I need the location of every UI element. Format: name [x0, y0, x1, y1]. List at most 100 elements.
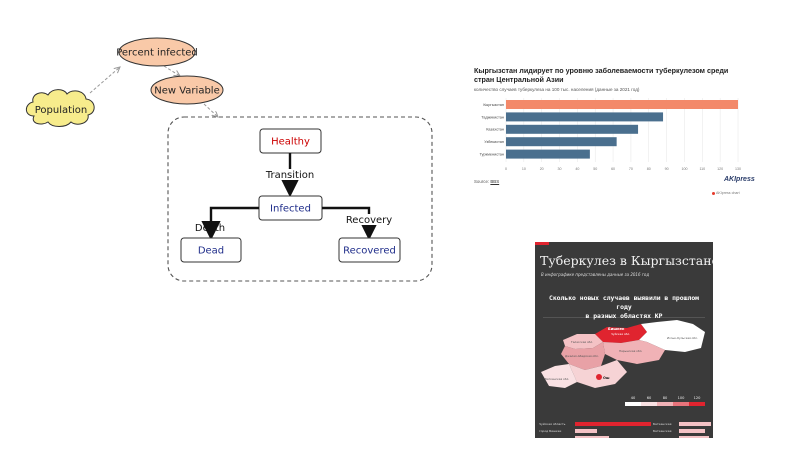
legend-swatch [625, 402, 641, 406]
chart-subtitle: количество случаев туберкулеза на 100 ты… [474, 87, 640, 92]
legend-swatch [689, 402, 705, 406]
label-bishkek: Бишкек [608, 327, 625, 331]
headline-underline [543, 317, 705, 318]
chart-source: Source: BBS [474, 179, 499, 184]
tb-infographic: Бишкек Чуйская обл. Таласская обл. Иссык… [535, 242, 713, 438]
region-batken[interactable] [541, 364, 577, 388]
bar[interactable] [506, 149, 590, 159]
table-row-label: город Бишкек [539, 429, 562, 433]
label-issyk-kul: Иссык-Кульская обл. [667, 336, 698, 340]
source-label: Source: [474, 179, 490, 184]
healthy-label: Healthy [271, 137, 310, 148]
tb-bar-chart-card: Кыргызстан лидирует по уровню заболеваем… [474, 66, 755, 198]
legend-tick: 120 [694, 396, 702, 400]
kyrgyzstan-map [541, 320, 705, 388]
map-legend: 40 60 80 100 120 [625, 396, 705, 406]
table-row-label: Чуйская область [539, 422, 566, 426]
death-label: Death [195, 223, 225, 234]
variable-new-variable[interactable]: New Variable [150, 75, 224, 105]
bar[interactable] [506, 112, 664, 122]
akipress-logo: AKIpress [724, 176, 755, 183]
x-tick-label: 20 [540, 167, 544, 171]
credit-text: AKIpress chart [716, 191, 740, 195]
table-bar-right [679, 436, 709, 438]
region-talas[interactable] [563, 334, 603, 349]
recovered-label: Recovered [343, 246, 396, 257]
state-infected[interactable]: Infected [258, 195, 323, 221]
x-tick-label: 0 [505, 167, 507, 171]
region-naryn[interactable] [603, 340, 665, 364]
label-chui: Чуйская обл. [611, 332, 630, 336]
headline-line-1: Сколько новых случаев выявили в прошлом … [548, 294, 700, 311]
state-dead[interactable]: Dead [180, 237, 242, 263]
top-accent-icon [535, 242, 549, 245]
model-container [167, 116, 433, 282]
stock-population[interactable]: Population [25, 89, 95, 127]
credit-dot-icon [712, 191, 715, 195]
label-talas: Таласская обл. [570, 340, 593, 344]
state-recovered[interactable]: Recovered [338, 237, 401, 263]
infected-label: Infected [270, 204, 311, 215]
category-label: Кыргызстан [483, 103, 504, 107]
percent-infected-label: Percent infected [116, 48, 198, 59]
x-tick-label: 120 [717, 167, 723, 171]
label-osh: Ош [603, 376, 610, 380]
population-label: Population [35, 105, 88, 116]
table-row-label-right: Баткенская [653, 429, 672, 433]
flow-diagram: Percent infected New Variable Population… [25, 37, 433, 282]
x-tick-label: 70 [629, 167, 633, 171]
legend-tick: 100 [678, 396, 686, 400]
x-tick-label: 50 [593, 167, 597, 171]
table-bar-right [679, 422, 711, 426]
x-tick-label: 90 [665, 167, 669, 171]
cloud-shape [25, 89, 95, 127]
category-label: Узбекистан [484, 140, 504, 144]
table-bar-right [679, 429, 705, 433]
bar[interactable] [506, 124, 639, 134]
legend-swatch [657, 402, 673, 406]
x-tick-label: 80 [647, 167, 651, 171]
infographic-subtitle: В инфографике представлены данные за 201… [541, 272, 650, 277]
x-tick-label: 110 [699, 167, 705, 171]
table-bar [575, 436, 609, 438]
table-row-label-right: Баткенская [653, 422, 672, 426]
dead-label: Dead [198, 246, 224, 257]
headline-line-2: в разных областях КР [585, 312, 663, 320]
state-healthy[interactable]: Healthy [259, 128, 322, 154]
infographic-headline: Сколько новых случаев выявили в прошлом … [541, 294, 707, 321]
recovery-label-bg [348, 214, 390, 225]
legend-tick: 80 [663, 396, 668, 400]
category-label: Таджикистан [481, 115, 504, 119]
city-dot-osh [596, 374, 602, 380]
bar[interactable] [506, 100, 738, 109]
table-bar [575, 429, 597, 433]
x-tick-label: 130 [735, 167, 741, 171]
region-issyk-kul[interactable] [639, 320, 705, 352]
x-tick-label: 60 [611, 167, 615, 171]
legend-tick: 60 [647, 396, 652, 400]
recovery-label: Recovery [346, 215, 392, 226]
region-jalal-abad[interactable] [561, 342, 605, 370]
region-chui[interactable] [595, 324, 647, 343]
variable-percent-infected[interactable]: Percent infected [116, 37, 198, 67]
label-batken: Баткенская обл. [545, 377, 569, 381]
link-newvariable-container [203, 103, 218, 117]
label-jalal-abad: Джалал-Абадская обл. [565, 354, 599, 358]
x-tick-label: 30 [558, 167, 562, 171]
legend-tick: 40 [631, 396, 636, 400]
legend-swatch [673, 402, 689, 406]
label-naryn: Нарынская обл. [619, 349, 642, 353]
source-link[interactable]: BBS [490, 179, 500, 184]
bar[interactable] [506, 137, 617, 147]
x-tick-label: 40 [575, 167, 579, 171]
region-osh[interactable] [569, 360, 627, 388]
infographic-graphics: Бишкек Чуйская обл. Таласская обл. Иссык… [535, 242, 711, 438]
transition-label-bg [267, 169, 313, 180]
new-variable-label: New Variable [154, 86, 219, 97]
category-label: Туркменистан [480, 153, 504, 157]
table-bar [575, 422, 651, 426]
category-label: Казахстан [486, 128, 504, 132]
transition-label: Transition [265, 170, 314, 181]
